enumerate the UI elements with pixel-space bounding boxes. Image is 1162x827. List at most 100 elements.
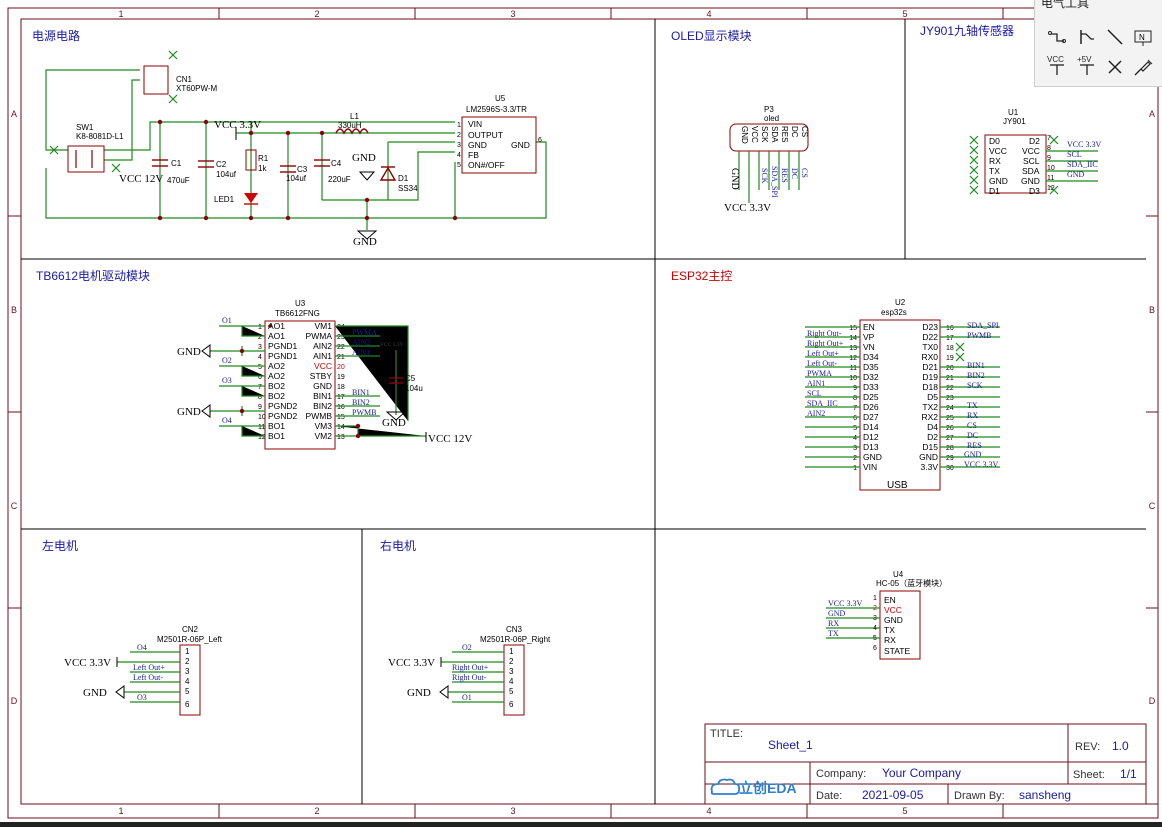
esp-left-pin: VN: [863, 342, 875, 352]
cn3-net-o2: O2: [462, 643, 472, 652]
company-label: Company:: [816, 768, 866, 780]
esp-left-num: 6: [853, 415, 857, 422]
hc05-pin-vcc: VCC: [884, 605, 902, 615]
u2-part: esp32s: [881, 308, 907, 317]
date-value: 2021-09-05: [862, 788, 924, 802]
cn1-symbol[interactable]: [143, 65, 169, 95]
esp-left-num: 14: [849, 335, 857, 342]
esp-left-pin: D25: [863, 392, 879, 402]
imu-pin-sda: SDA: [1022, 166, 1040, 176]
cn3-part: M2501R-06P_Right: [480, 635, 551, 644]
u3-symbol[interactable]: [264, 320, 336, 450]
c3-symbol[interactable]: [280, 165, 296, 173]
tb-left-num: 8: [258, 394, 262, 401]
electrical-tools-panel[interactable]: 电气工具 N VCC +5V: [1034, 0, 1162, 87]
c4-symbol[interactable]: [314, 159, 330, 167]
esp-left-pin: D27: [863, 412, 879, 422]
title-label: TITLE:: [710, 728, 743, 740]
u1-symbol[interactable]: [984, 134, 1047, 194]
imu-pin-gnd-r: GND: [1021, 176, 1040, 186]
tb-left-pin: AO2: [268, 371, 285, 381]
netlabel-tool-icon[interactable]: N: [1131, 26, 1155, 48]
tb-net-pwmb: PWMB: [352, 408, 376, 417]
ruler-row-a-right: A: [1149, 109, 1155, 119]
tb-left-num: 7: [258, 384, 262, 391]
drawn-value: sansheng: [1019, 788, 1071, 802]
oled-pin-vcc: VCC: [750, 126, 759, 143]
esp-left-num: 8: [853, 395, 857, 402]
oled-pin-gnd: GND: [740, 126, 749, 144]
led1-symbol[interactable]: [244, 193, 258, 203]
tb-right-num: 17: [337, 394, 345, 401]
u1-part: JY901: [1003, 117, 1026, 126]
oled-pin-res: RES: [780, 126, 789, 142]
esp-right-pin: D5: [927, 392, 938, 402]
tb-right-pin: BIN1: [313, 391, 332, 401]
cn3-num-1: 1: [509, 647, 514, 656]
esp-net-bin1: BIN1: [967, 361, 985, 370]
esp-left-pin: VP: [863, 332, 875, 342]
u5-symbol[interactable]: [461, 116, 537, 174]
u4-ref: U4: [893, 570, 904, 579]
oled-pin-sda: SDA: [770, 126, 779, 143]
esp-left-pin: D35: [863, 362, 879, 372]
tb-right-num: 19: [337, 374, 345, 381]
u4-part: HC-05（蓝牙模块）: [876, 578, 947, 588]
hc05-pin-rx: RX: [884, 635, 896, 645]
c5-symbol[interactable]: [389, 377, 403, 384]
sheet-label: Sheet:: [1073, 769, 1105, 781]
cn2-net-o4: O4: [137, 643, 147, 652]
cn3-symbol[interactable]: [503, 644, 525, 716]
vcc33-label-power: VCC 3.3V: [214, 119, 261, 131]
status-strip: [0, 822, 1162, 827]
imu-pin-gnd-l: GND: [989, 176, 1008, 186]
cn2-symbol[interactable]: [179, 644, 201, 716]
netflag-vcc-tool-icon[interactable]: [1045, 56, 1069, 78]
c2-symbol[interactable]: [198, 160, 214, 168]
r1-symbol[interactable]: [245, 149, 257, 171]
esp-left-pin: D34: [863, 352, 879, 362]
probe-tool-icon[interactable]: [1131, 56, 1155, 78]
tb-left-pin: AO1: [268, 331, 285, 341]
esp-net-right-out-plus: Right Out+: [807, 339, 844, 348]
esp-net-dc: DC: [967, 431, 978, 440]
esp-net-res: RES: [967, 441, 982, 450]
esp-right-pin: RX2: [921, 412, 938, 422]
section-title-esp32: ESP32主控: [671, 269, 732, 283]
no-connect-tool-icon[interactable]: [1103, 56, 1127, 78]
sw1-symbol[interactable]: [67, 145, 105, 173]
c1-symbol[interactable]: [152, 159, 168, 167]
esp-right-pin: TX2: [922, 402, 938, 412]
esp-net-pwma: PWMA: [807, 369, 832, 378]
tb-left-num: 12: [258, 434, 266, 441]
cn3-num-2: 2: [509, 657, 514, 666]
esp-left-num: 7: [853, 405, 857, 412]
section-title-left-motor: 左电机: [42, 538, 78, 553]
d1-symbol[interactable]: [379, 166, 397, 181]
ruler-row-b: B: [11, 305, 17, 315]
imu-pin-d1: D1: [989, 186, 1000, 196]
tb-vcc-small: VCC 3.3V: [380, 342, 404, 348]
oled-pin-sck: SCK: [760, 126, 769, 143]
tb-left-num: 5: [258, 364, 262, 371]
esp-left-pin: D14: [863, 422, 879, 432]
esp-net-right-out-minus: Right Out-: [807, 329, 842, 338]
wire-tool-icon[interactable]: [1045, 26, 1069, 48]
hc05-pin-state: STATE: [884, 646, 910, 656]
u2-symbol[interactable]: [859, 319, 941, 491]
l1-symbol[interactable]: [335, 128, 369, 135]
ruler-col-3: 3: [510, 9, 515, 19]
oled-net-dc: DC: [790, 168, 799, 179]
svg-text:N: N: [1139, 33, 1145, 42]
esp-net-sda-spi: SDA_SPI: [967, 321, 999, 330]
bus-tool-icon[interactable]: [1103, 26, 1127, 48]
bus-entry-tool-icon[interactable]: [1075, 26, 1099, 48]
tb-net-o3: O3: [222, 376, 232, 385]
esp-left-num: 2: [853, 455, 857, 462]
u4-symbol[interactable]: [879, 590, 921, 660]
power-junctions: [157, 119, 458, 221]
netflag-5v-tool-icon[interactable]: [1075, 56, 1099, 78]
date-label: Date:: [816, 790, 842, 802]
d1-value: SS34: [398, 184, 418, 193]
